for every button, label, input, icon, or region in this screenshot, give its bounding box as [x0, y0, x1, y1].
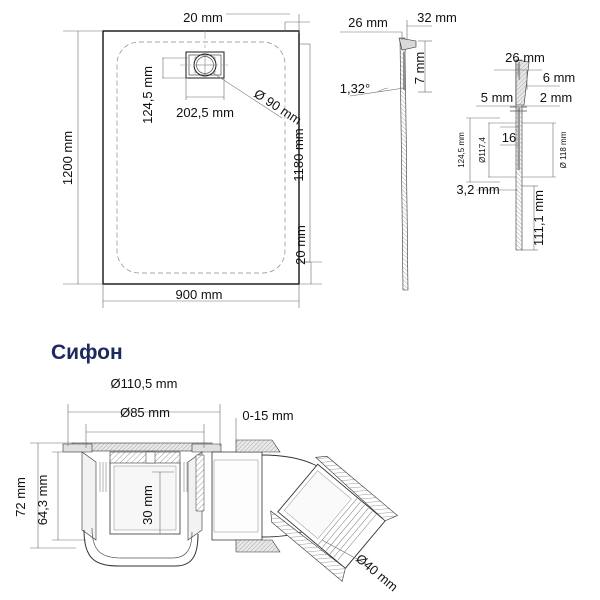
detail-top-right-label: 6 mm [543, 70, 576, 85]
siphon-body-diameter-label: Ø85 mm [120, 405, 170, 420]
drain-from-top-label: 124,5 mm [140, 66, 155, 124]
siphon-height-overall-label: 72 mm [13, 477, 28, 517]
tray-plan-geometry [63, 13, 322, 308]
drain-diameter-label: Ø 90 mm [251, 86, 304, 128]
section-right-edge-label: 32 mm [417, 10, 457, 25]
siphon-geometry [30, 404, 399, 582]
section-slope-angle-label: 1,32° [340, 81, 371, 96]
section-left-edge-label: 26 mm [348, 15, 388, 30]
detail-inner-diameter-label: Ø117,4 [478, 137, 487, 163]
section-lip-height-label: 7 mm [412, 52, 427, 85]
tray-section-geometry [340, 20, 432, 291]
drain-detail-geometry [466, 59, 560, 251]
siphon-outlet-diameter-label: Ø40 mm [353, 551, 401, 595]
tray-bottom-offset-label: 20 mm [293, 225, 308, 265]
detail-depth-label: 111,1 mm [531, 190, 546, 246]
siphon-adjust-range-label: 0-15 mm [242, 408, 293, 423]
tray-height-overall-label: 1200 mm [60, 131, 75, 185]
detail-gap-label: 16 [502, 130, 516, 145]
siphon-flange-diameter-label: Ø110,5 mm [111, 376, 178, 391]
siphon-water-seal-label: 30 mm [140, 485, 155, 525]
siphon-title: Сифон [51, 341, 123, 364]
tray-width-label: 900 mm [176, 287, 223, 302]
tray-top-offset-label: 20 mm [183, 10, 223, 25]
tray-height-inner-label: 1180 mm [291, 128, 306, 181]
siphon-height-body-label: 64,3 mm [35, 475, 50, 526]
detail-outer-diameter-label: Ø 118 mm [559, 131, 568, 168]
detail-height-total-label: 124,5 mm [457, 132, 466, 168]
detail-mid-left-label: 5 mm [481, 90, 514, 105]
drain-from-left-label: 202,5 mm [176, 105, 234, 120]
detail-bottom-left-label: 3,2 mm [456, 182, 499, 197]
detail-top-left-label: 26 mm [505, 50, 545, 65]
detail-mid-right-label: 2 mm [540, 90, 573, 105]
